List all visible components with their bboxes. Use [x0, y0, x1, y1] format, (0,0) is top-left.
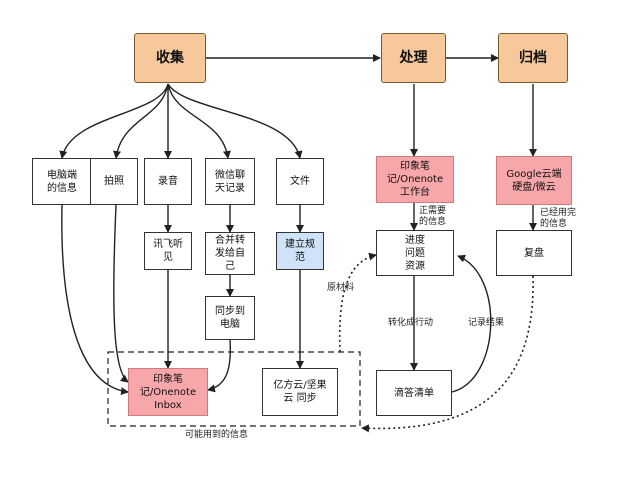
dotted-arrow-raw-material [338, 252, 377, 353]
node-photo: 拍照 [90, 158, 138, 205]
dashed-group [107, 351, 361, 427]
label-record-result: 记录结果 [468, 318, 505, 328]
node-google: Google云端 硬盘/微云 [496, 156, 572, 205]
label-needed-info: 正需要 的信息 [419, 206, 447, 227]
label-raw-material: 原材料 [327, 283, 355, 293]
node-collect: 收集 [134, 33, 206, 83]
label-maybe-used: 可能用到的信息 [185, 430, 249, 440]
node-archive: 归档 [498, 33, 568, 83]
node-inbox: 印象笔 记/Onenote Inbox [128, 368, 208, 416]
node-record: 录音 [144, 158, 192, 205]
node-wechat: 微信聊 天记录 [205, 158, 255, 205]
node-tick: 滴答清单 [376, 370, 452, 416]
node-sync-pc: 同步到 电脑 [205, 296, 255, 340]
collect-fan-arrows [59, 83, 303, 159]
node-workbench: 印象笔 记/Onenote 工作台 [376, 156, 454, 203]
node-yifang: 亿方云/坚果 云 同步 [262, 368, 338, 416]
label-to-action: 转化成行动 [388, 318, 434, 328]
node-norm: 建立规 范 [276, 232, 324, 270]
node-file: 文件 [276, 158, 324, 205]
node-process: 处理 [381, 33, 446, 83]
node-progress: 进度 问题 资源 [376, 230, 454, 276]
arrow-photo-inbox [113, 204, 129, 383]
label-used-info: 已经用完 的信息 [540, 208, 577, 229]
node-xunfei: 讯飞听 见 [144, 232, 192, 270]
arrow-sync-inbox [207, 339, 232, 393]
node-pc-info: 电脑端 的信息 [32, 158, 92, 205]
node-review: 复盘 [496, 230, 572, 276]
arrow-tick-progress [451, 254, 492, 393]
arrow-pc-inbox [61, 204, 129, 396]
node-merge: 合并转 发给自 己 [205, 232, 255, 275]
